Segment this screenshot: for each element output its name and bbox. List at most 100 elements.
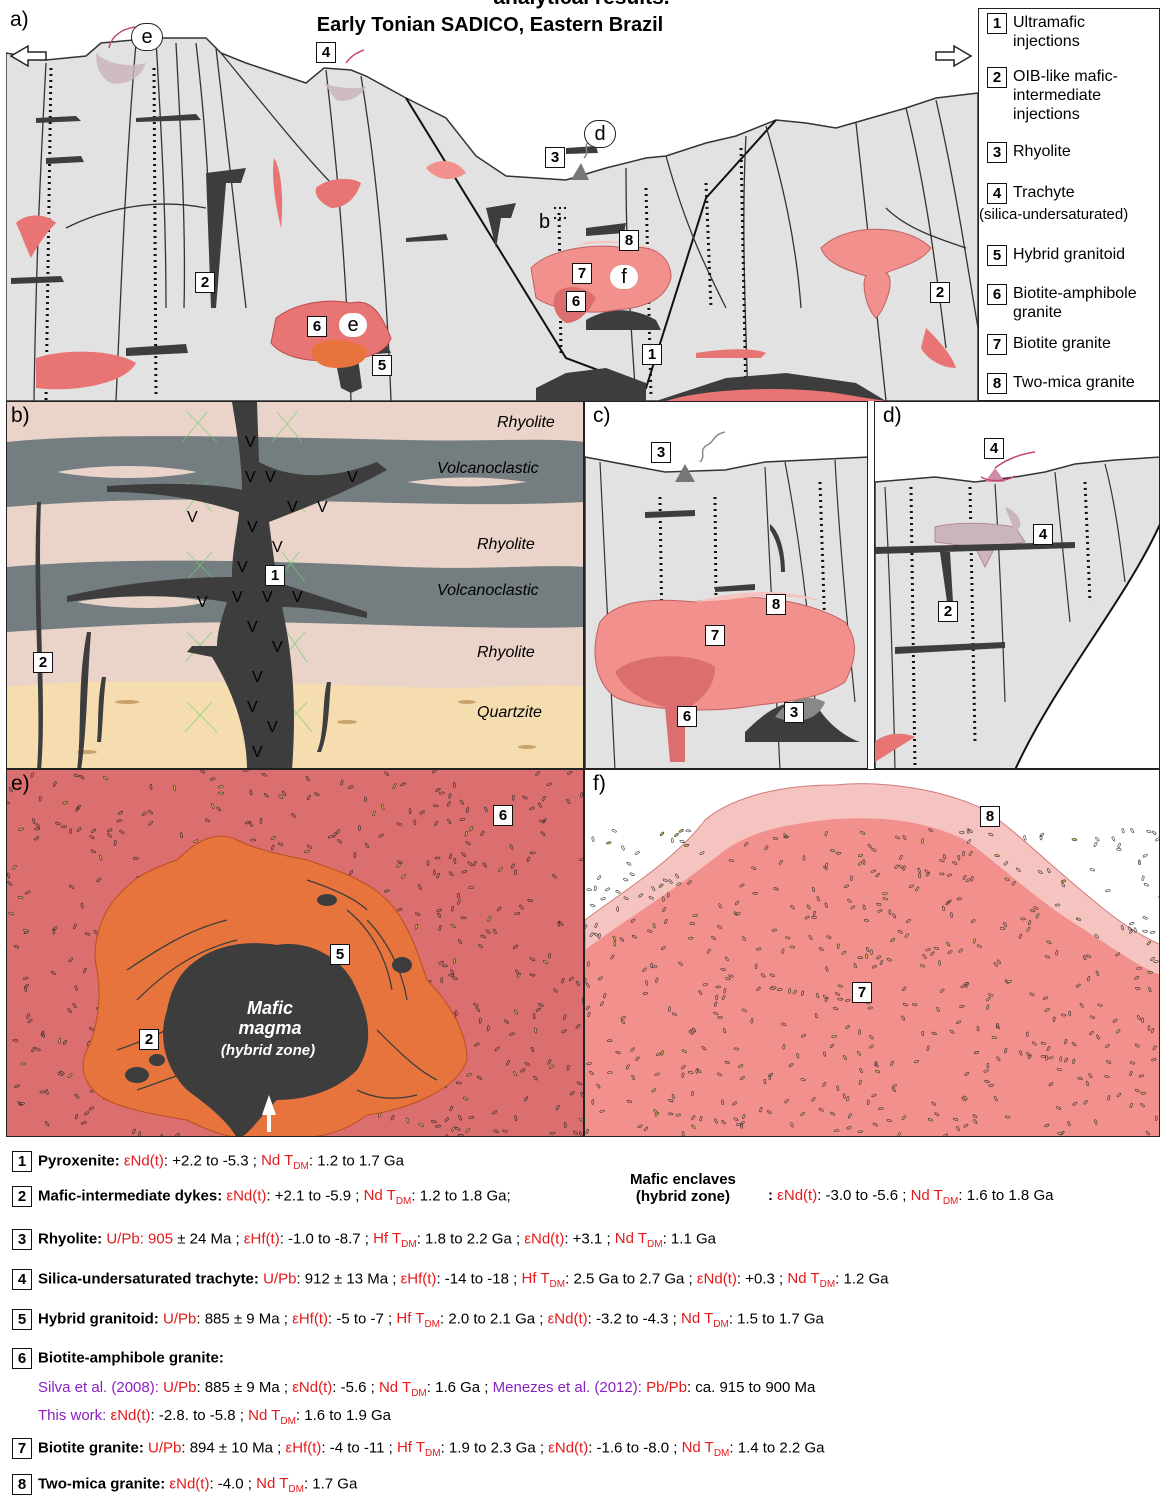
summary-4-tdm-label: Nd T [787, 1270, 819, 1287]
svg-text:V: V [197, 594, 208, 611]
mafic-magma-line2: magma [215, 1018, 325, 1038]
summary-4-ehf-value: : -14 to -18 ; [436, 1270, 517, 1287]
svg-text:V: V [232, 589, 243, 606]
summary-row-6-silva: Silva et al. (2008): U/Pb: 885 ± 9 Ma ; … [38, 1379, 815, 1399]
summary-4-upb-value: : 912 ± 13 Ma ; [296, 1270, 396, 1287]
summary-5-hft-value: : 2.0 to 2.1 Ga ; [440, 1310, 543, 1327]
grain [1111, 836, 1115, 841]
legend-item-8: 8Two-mica granite [987, 373, 1135, 394]
svg-text:V: V [187, 509, 198, 526]
legend-2-line3: injections [1013, 106, 1080, 123]
summary-8-name: Two-mica granite: [38, 1475, 165, 1492]
grain [597, 875, 601, 880]
summary-5-upb-value: : 885 ± 9 Ma ; [196, 1310, 288, 1327]
summary-4-hft-value: : 2.5 Ga to 2.7 Ga ; [565, 1270, 693, 1287]
summary-5-end-value: : -3.2 to -4.3 ; [588, 1310, 677, 1327]
summary-4-ehf-label: εHf(t) [401, 1270, 437, 1287]
legend-1-line2: injections [1013, 33, 1080, 50]
legend-item-5: 5Hybrid granitoid [987, 245, 1125, 266]
panel-f-label: f) [593, 772, 606, 796]
unit-4-d: 4 [1033, 524, 1053, 545]
summary-row-7: 7Biotite granite: U/Pb: 894 ± 10 Ma ; εH… [12, 1438, 824, 1459]
summary-row-6: 6Biotite-amphibole granite: [12, 1348, 224, 1369]
unit-6-left: 6 [307, 316, 327, 337]
grain [601, 897, 606, 900]
summary-3-hft-value: : 1.8 to 2.2 Ga ; [417, 1230, 520, 1247]
svg-text:V: V [247, 519, 258, 536]
grain [1105, 889, 1110, 892]
panel-e-label: e) [11, 772, 30, 796]
panel-b-label: b) [11, 404, 30, 428]
svg-text:V: V [272, 639, 283, 656]
svg-text:V: V [245, 469, 256, 486]
summary-6-upb-value: : 885 ± 9 Ma ; [196, 1379, 288, 1396]
summary-5-upb-label: U/Pb [163, 1310, 196, 1327]
grain [1057, 1132, 1062, 1135]
unit-3: 3 [545, 147, 565, 168]
callout-c: d [584, 120, 616, 148]
summary-4-tdm-value: : 1.2 Ga [835, 1270, 888, 1287]
grain [1116, 848, 1121, 850]
grain [612, 829, 617, 833]
summary-6-end2-label: εNd(t) [111, 1407, 151, 1424]
unit-2-left: 2 [195, 272, 215, 293]
layer-volcanoclastic-1: Volcanoclastic [437, 460, 539, 478]
grain [1143, 854, 1148, 858]
grain [680, 840, 685, 843]
summary-8-tdm-label: Nd T [256, 1475, 288, 1492]
mafic-magma-line1: Mafic [215, 998, 325, 1018]
summary-3-tdm-label: Nd T [615, 1230, 647, 1247]
grain [1146, 830, 1151, 833]
unit-4: 4 [316, 42, 336, 63]
svg-text:V: V [247, 699, 258, 716]
unit-3-c-bottom: 3 [784, 702, 804, 723]
grain [21, 1063, 26, 1065]
unit-8-c: 8 [766, 594, 786, 615]
summary-3-upb-label: U/Pb: 905 [106, 1230, 173, 1247]
legend-3-line1: Rhyolite [1013, 142, 1071, 161]
enclaves-values: : εNd(t): -3.0 to -5.6 ; Nd TDM: 1.6 to … [768, 1187, 1053, 1207]
summary-3-ehf-value: : -1.0 to -8.7 ; [280, 1230, 369, 1247]
grain [1142, 930, 1147, 933]
summary-6-name: Biotite-amphibole granite: [38, 1349, 224, 1366]
summary-6-end-value: : -5.6 ; [332, 1379, 375, 1396]
unit-1: 1 [642, 344, 662, 365]
summary-6-tdm-label: Nd T [379, 1379, 411, 1396]
grain [1150, 931, 1155, 934]
panel-a-label: a) [10, 8, 29, 32]
grain [623, 878, 628, 881]
summary-7-end-value: : -1.6 to -8.0 ; [588, 1439, 677, 1456]
unit-8: 8 [619, 230, 639, 251]
grain [218, 792, 223, 795]
summary-3-tdm-value: : 1.1 Ga [663, 1230, 716, 1247]
summary-5-ehf-label: εHf(t) [292, 1310, 328, 1327]
grain [1121, 828, 1124, 833]
enclaves-tdm-label: Nd T [911, 1187, 943, 1204]
summary-row-1: 1Pyroxenite: εNd(t): +2.2 to -5.3 ; Nd T… [12, 1151, 404, 1172]
layer-rhyolite-1: Rhyolite [497, 414, 555, 432]
isotope-summary: 1Pyroxenite: εNd(t): +2.2 to -5.3 ; Nd T… [0, 1145, 1163, 1499]
enclaves-line1: Mafic enclaves [630, 1171, 736, 1188]
summary-4-name: Silica-undersaturated trachyte: [38, 1270, 259, 1287]
grain [606, 841, 611, 844]
summary-6-end-label: εNd(t) [292, 1379, 332, 1396]
unit-2-right: 2 [930, 282, 950, 303]
summary-1-end-value: : +2.2 to -5.3 ; [164, 1152, 257, 1169]
enclaves-tdm-value: : 1.6 to 1.8 Ga [958, 1187, 1053, 1204]
grain [1129, 922, 1134, 926]
panel-c-label: c) [593, 404, 611, 428]
unit-7: 7 [572, 263, 592, 284]
grain [1141, 1092, 1146, 1094]
summary-3-ehf-label: εHf(t) [244, 1230, 280, 1247]
summary-7-upb-value: : 894 ± 10 Ma ; [181, 1439, 281, 1456]
summary-8-end-label: εNd(t) [169, 1475, 209, 1492]
legend-2-line1: OIB-like mafic- [1013, 68, 1118, 85]
summary-4-end-label: εNd(t) [697, 1270, 737, 1287]
grain [626, 862, 631, 866]
layer-rhyolite-3: Rhyolite [477, 644, 535, 662]
svg-text:V: V [262, 589, 273, 606]
svg-text:V: V [252, 744, 263, 761]
summary-5-hft-label: Hf T [396, 1310, 424, 1327]
unit-2-e: 2 [139, 1029, 159, 1050]
